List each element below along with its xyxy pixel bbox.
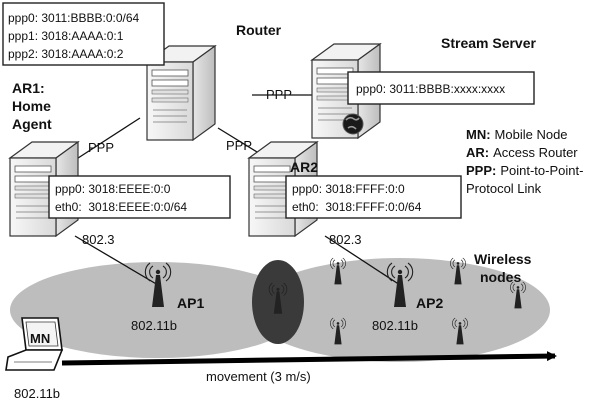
mn-label: MN: [30, 331, 50, 346]
legend: MN:Mobile Node AR:Access Router PPP:Poin…: [466, 127, 583, 196]
ar2-address-box: ppp0: 3018:FFFF:0:0 eth0: 3018:FFFF:0:0/…: [285, 175, 462, 219]
ap1-standard: 802.11b: [131, 318, 177, 333]
router-label: Router: [236, 22, 282, 38]
link-router-ar2: [217, 127, 263, 156]
svg-text:ppp0: 3011:BBBB:xxxx:xxxx: ppp0: 3011:BBBB:xxxx:xxxx: [356, 82, 505, 96]
coverage-area-ap1: [10, 262, 304, 358]
globe-icon: [342, 113, 364, 135]
ar2-label: AR2: [290, 159, 318, 175]
mn-standard: 802.11b: [14, 386, 60, 401]
movement-arrow: [61, 351, 557, 366]
movement-label: movement (3 m/s): [206, 369, 311, 384]
svg-text:ppp0: 3011:BBBB:0:0/64: ppp0: 3011:BBBB:0:0/64: [8, 11, 140, 25]
ppp-label-ar2: PPP: [226, 138, 252, 153]
link-router-ar1: [74, 117, 141, 161]
ar1-address-box: ppp0: 3018:EEEE:0:0 eth0: 3018:EEEE:0:0/…: [48, 175, 231, 219]
link-ar2-ap2: [324, 235, 401, 286]
stream-server-address-box: ppp0: 3011:BBBB:xxxx:xxxx: [347, 71, 535, 105]
svg-text:ppp2: 3018:AAAA:0:2: ppp2: 3018:AAAA:0:2: [8, 47, 124, 61]
svg-text:ppp1: 3018:AAAA:0:1: ppp1: 3018:AAAA:0:1: [8, 29, 124, 43]
eth-label-ar1: 802.3: [82, 232, 115, 247]
svg-text:Protocol Link: Protocol Link: [466, 181, 542, 196]
stream-server-label: Stream Server: [441, 35, 537, 51]
ap2-label: AP2: [416, 295, 443, 311]
svg-text:AR:Access Router: AR:Access Router: [466, 145, 578, 160]
svg-text:ppp0: 3018:FFFF:0:0: ppp0: 3018:FFFF:0:0: [292, 182, 405, 196]
router-address-box: ppp0: 3011:BBBB:0:0/64 ppp1: 3018:AAAA:0…: [2, 2, 165, 66]
svg-text:PPP:Point-to-Point-: PPP:Point-to-Point-: [466, 163, 583, 178]
eth-label-ar2: 802.3: [329, 232, 362, 247]
svg-text:ppp0: 3018:EEEE:0:0: ppp0: 3018:EEEE:0:0: [55, 182, 171, 196]
svg-text:eth0: 3018:EEEE:0:0/64: eth0: 3018:EEEE:0:0/64: [55, 200, 187, 214]
ppp-label-ar1: PPP: [88, 140, 114, 155]
svg-text:MN:Mobile Node: MN:Mobile Node: [466, 127, 568, 142]
ap1-label: AP1: [177, 295, 204, 311]
ap2-standard: 802.11b: [372, 318, 418, 333]
coverage-area-ap2: [250, 258, 550, 362]
svg-text:eth0: 3018:FFFF:0:0/64: eth0: 3018:FFFF:0:0/64: [292, 200, 422, 214]
laptop-icon: [5, 317, 64, 371]
wireless-nodes-label: Wireless nodes: [474, 251, 535, 285]
ar1-label: AR1: Home Agent: [12, 80, 55, 132]
ppp-label-stream: PPP: [266, 87, 292, 102]
link-ar1-ap1: [74, 235, 159, 286]
